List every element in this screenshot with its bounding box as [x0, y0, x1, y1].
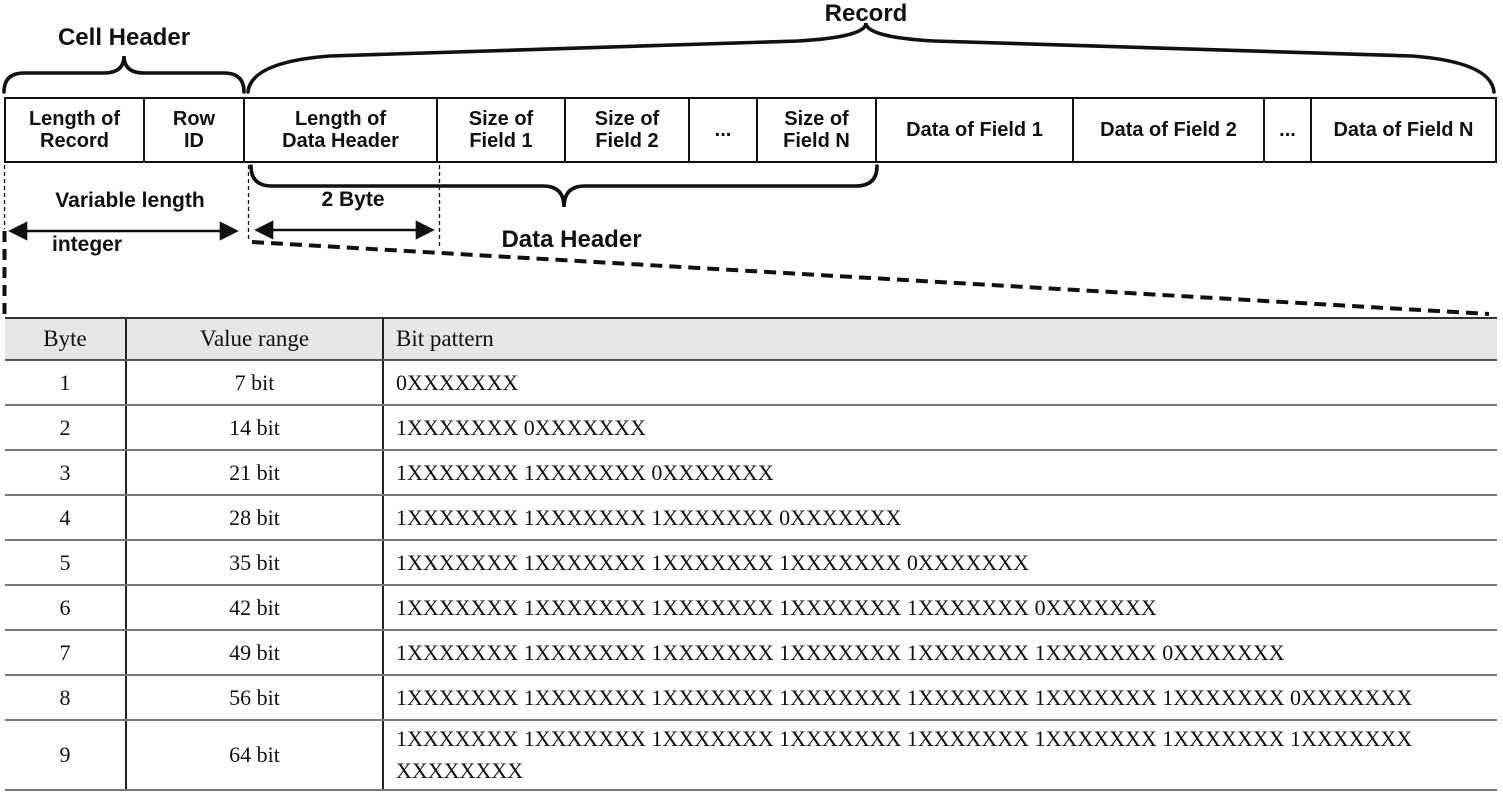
record-box-size-of-field-n: Size of Field N [758, 97, 877, 163]
bit-pattern-cell: 1XXXXXXX 1XXXXXXX 1XXXXXXX 1XXXXXXX 1XXX… [383, 720, 1497, 791]
record-box-data-of-field-2: Data of Field 2 [1074, 97, 1265, 163]
column-header-value-range: Value range [125, 317, 384, 361]
record-brace [246, 22, 1496, 94]
record-title: Record [824, 0, 908, 27]
record-box-data-of-field-n: Data of Field N [1312, 97, 1497, 163]
byte-cell: 7 [5, 630, 126, 676]
diagonal-zoom-dashed-line [251, 240, 1490, 316]
bit-pattern-cell: 1XXXXXXX 1XXXXXXX 1XXXXXXX 1XXXXXXX 1XXX… [383, 585, 1497, 631]
value-range-cell: 14 bit [125, 405, 384, 451]
value-range-cell: 64 bit [125, 720, 384, 791]
bit-pattern-cell: 1XXXXXXX 1XXXXXXX 1XXXXXXX 0XXXXXXX [383, 495, 1497, 541]
byte-cell: 3 [5, 450, 126, 496]
value-range-cell: 49 bit [125, 630, 384, 676]
record-box-length-of-record: Length of Record [4, 97, 145, 163]
column-header-byte: Byte [5, 317, 126, 361]
variable-length-annotation-line2: integer [52, 233, 123, 256]
record-box-size-of-field-1: Size of Field 1 [438, 97, 566, 163]
value-range-cell: 7 bit [125, 360, 384, 406]
two-byte-annotation: 2 Byte [321, 188, 385, 211]
bit-pattern-cell: 1XXXXXXX 0XXXXXXX [383, 405, 1497, 451]
value-range-cell: 42 bit [125, 585, 384, 631]
byte-cell: 9 [5, 720, 126, 791]
byte-cell: 8 [5, 675, 126, 721]
record-box-ellipsis: ... [690, 97, 758, 163]
value-range-cell: 56 bit [125, 675, 384, 721]
byte-cell: 5 [5, 540, 126, 586]
value-range-cell: 21 bit [125, 450, 384, 496]
record-box-size-of-field-2: Size of Field 2 [566, 97, 690, 163]
variable-length-annotation-line1: Variable length [55, 189, 205, 212]
column-header-bit-pattern: Bit pattern [383, 317, 1497, 361]
data-header-title: Data Header [501, 226, 642, 253]
bit-pattern-cell: 1XXXXXXX 1XXXXXXX 1XXXXXXX 1XXXXXXX 1XXX… [383, 675, 1497, 721]
value-range-cell: 28 bit [125, 495, 384, 541]
bit-pattern-cell: 1XXXXXXX 1XXXXXXX 0XXXXXXX [383, 450, 1497, 496]
byte-cell: 4 [5, 495, 126, 541]
cell-header-brace [2, 55, 246, 94]
record-box-length-of-data-header: Length of Data Header [245, 97, 438, 163]
bit-pattern-cell: 1XXXXXXX 1XXXXXXX 1XXXXXXX 1XXXXXXX 0XXX… [383, 540, 1497, 586]
value-range-cell: 35 bit [125, 540, 384, 586]
record-box-row-id: Row ID [145, 97, 245, 163]
bit-pattern-cell: 0XXXXXXX [383, 360, 1497, 406]
record-box-data-of-field-1: Data of Field 1 [877, 97, 1074, 163]
bit-pattern-cell: 1XXXXXXX 1XXXXXXX 1XXXXXXX 1XXXXXXX 1XXX… [383, 630, 1497, 676]
cell-header-title: Cell Header [57, 24, 191, 51]
record-box-ellipsis: ... [1265, 97, 1312, 163]
byte-cell: 1 [5, 360, 126, 406]
byte-cell: 2 [5, 405, 126, 451]
byte-cell: 6 [5, 585, 126, 631]
